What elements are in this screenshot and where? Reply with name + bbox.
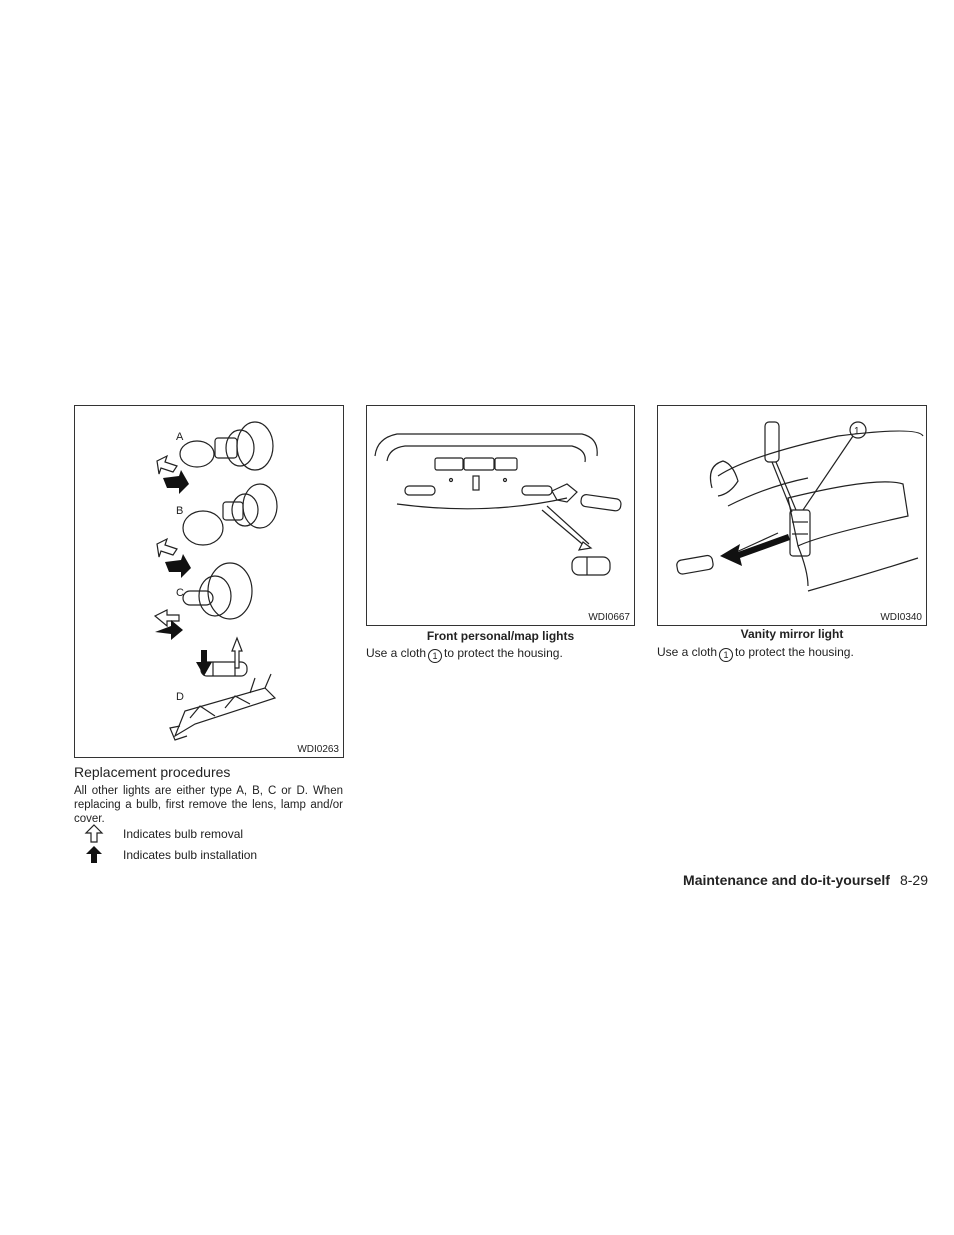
page-number: 8-29 [899,872,928,888]
legend-removal: Indicates bulb removal [84,824,344,844]
solid-arrow-up-icon [86,846,102,863]
front-map-lights-figure: WDI0667 [366,405,635,626]
legend-removal-label: Indicates bulb removal [123,827,244,841]
section-heading: Replacement procedures [74,764,231,780]
footer-section-title: Maintenance and do-it-yourself [683,872,890,888]
callout-marker: 1 [719,648,734,662]
front-map-caption: Front personal/map lights [426,629,575,643]
bulb-label-c: C [176,587,184,599]
callout-number: 1 [854,426,860,437]
legend-installation: Indicates bulb installation [84,845,344,865]
figure-code: WDI0263 [297,744,339,755]
outline-arrow-up-icon [84,824,104,843]
bulb-types-figure: A B C D WDI0263 [74,405,344,758]
bulb-label-d: D [176,691,184,703]
callout-marker: 1 [428,649,443,663]
section-paragraph: All other lights are either type A, B, C… [74,785,343,825]
bulb-types-illustration: A B C D [153,421,278,741]
vanity-mirror-figure: 1 WDI0340 [657,405,927,626]
legend-installation-label: Indicates bulb installation [123,848,258,862]
page-footer: Maintenance and do-it-yourself 8-29 [683,872,928,888]
bulb-label-a: A [176,431,184,443]
vanity-caption: Vanity mirror light [740,627,844,641]
figure-code: WDI0667 [588,612,630,623]
figure-code: WDI0340 [880,612,922,623]
bulb-label-b: B [176,505,183,517]
vanity-mirror-illustration: 1 [676,421,924,592]
map-lights-illustration [374,433,622,576]
